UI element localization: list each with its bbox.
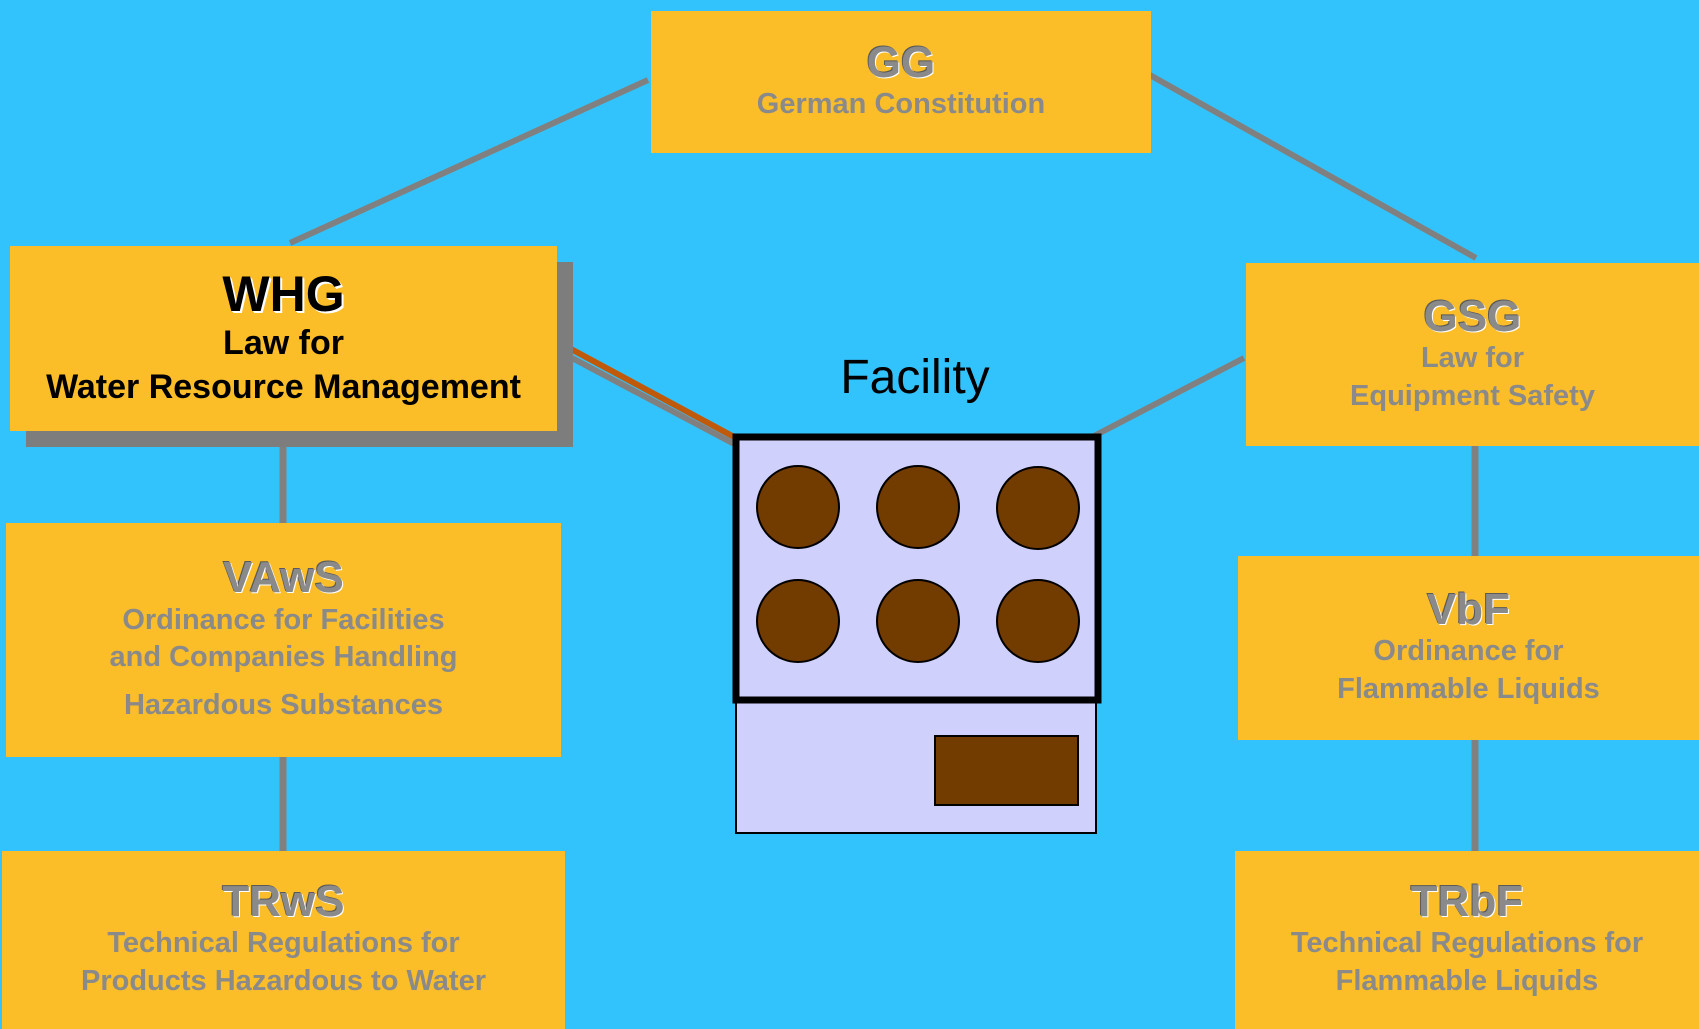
box-whg-line-2: Water Resource Management	[46, 367, 521, 406]
box-gsg: GSG Law for Equipment Safety	[1246, 263, 1699, 446]
box-vbf: VbF Ordinance for Flammable Liquids	[1238, 556, 1699, 740]
box-trws: TRwS Technical Regulations for Products …	[2, 851, 565, 1029]
box-vaws-line-2: and Companies Handling	[109, 641, 458, 674]
connector-gg-whg	[288, 77, 650, 246]
box-vbf-line-2: Flammable Liquids	[1337, 673, 1600, 706]
box-trbf-line-2: Flammable Liquids	[1335, 965, 1599, 998]
box-vaws-abbr: VAwS	[223, 553, 344, 603]
box-vaws-desc: Ordinance for Facilities and Companies H…	[109, 602, 457, 725]
box-gsg-desc: Law for Equipment Safety	[1350, 340, 1595, 415]
tank-circle	[876, 465, 960, 549]
box-trws-line-2: Products Hazardous to Water	[81, 965, 486, 998]
box-gsg-line-1: Law for	[1420, 341, 1525, 374]
facility-control-panel	[934, 735, 1079, 806]
box-vaws-line-3: Hazardous Substances	[123, 688, 444, 721]
box-trws-desc: Technical Regulations for Products Hazar…	[81, 925, 486, 1000]
box-gsg-line-2: Equipment Safety	[1350, 379, 1595, 412]
box-vbf-desc: Ordinance for Flammable Liquids	[1337, 633, 1600, 708]
box-trws-line-1: Technical Regulations for	[107, 927, 460, 960]
box-gg-line: German Constitution	[756, 88, 1046, 121]
box-gg: GG German Constitution	[651, 11, 1151, 153]
tank-circle	[996, 579, 1080, 663]
box-trbf-line-1: Technical Regulations for	[1290, 927, 1644, 960]
tank-circle	[756, 465, 840, 549]
box-trbf-desc: Technical Regulations for Flammable Liqu…	[1291, 925, 1643, 1000]
facility-label: Facility	[840, 351, 990, 404]
box-trws-abbr: TRwS	[222, 877, 345, 927]
connector-gsg-facility	[1092, 355, 1246, 439]
box-whg-abbr: WHG	[222, 266, 345, 323]
connector-whg-facility-shadow	[570, 355, 740, 449]
tank-circle	[756, 579, 840, 663]
box-trbf-abbr: TRbF	[1410, 877, 1524, 927]
box-whg: WHG Law for Water Resource Management	[10, 246, 557, 431]
box-vaws-line-1: Ordinance for Facilities	[122, 603, 445, 636]
box-gsg-abbr: GSG	[1423, 291, 1522, 341]
box-whg-line-1: Law for	[223, 323, 344, 362]
box-gg-desc: German Constitution	[757, 86, 1045, 124]
box-vbf-abbr: VbF	[1426, 585, 1511, 635]
box-vbf-line-1: Ordinance for	[1373, 635, 1564, 668]
connector-gg-gsg	[1146, 71, 1478, 261]
box-vaws: VAwS Ordinance for Facilities and Compan…	[6, 523, 561, 757]
tank-circle	[996, 466, 1080, 550]
box-whg-desc: Law for Water Resource Management	[46, 321, 521, 409]
tank-circle	[876, 579, 960, 663]
box-gg-abbr: GG	[866, 38, 936, 88]
connector-whg-facility	[556, 339, 738, 441]
box-trbf: TRbF Technical Regulations for Flammable…	[1235, 851, 1699, 1029]
